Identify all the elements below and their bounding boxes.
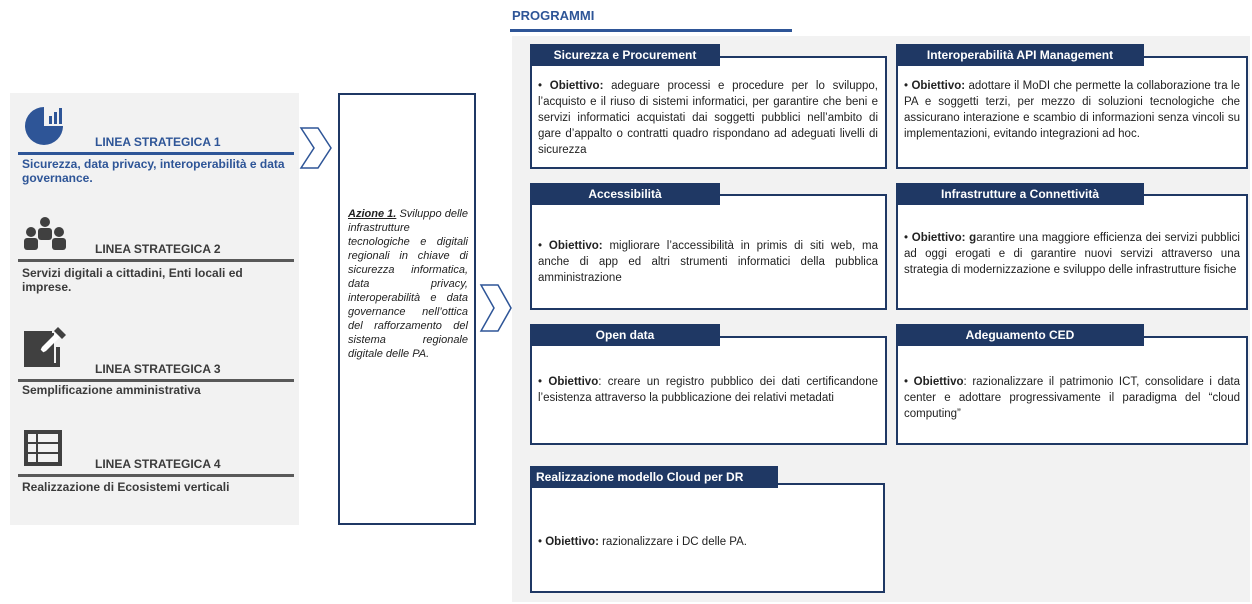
line-1-title: LINEA STRATEGICA 1: [95, 135, 221, 149]
card-header: Sicurezza e Procurement: [530, 44, 720, 66]
card-header: Interoperabilità API Management: [896, 44, 1144, 66]
line-2-desc: Servizi digitali a cittadini, Enti local…: [22, 266, 243, 294]
line-4-rule: [18, 474, 294, 477]
card-body: : creare un registro pubblico dei dati c…: [538, 376, 878, 404]
card-infrastrutture: [896, 194, 1248, 310]
card-sicurezza-procurement: [530, 56, 887, 169]
pen-icon: [22, 325, 68, 367]
card-header: Adeguamento CED: [896, 324, 1144, 346]
card-text: • Obiettivo: migliorare l’accessibilità …: [538, 240, 878, 284]
line-1-rule: [18, 152, 294, 155]
card-text: • Obiettivo: razionalizzare il patrimoni…: [904, 376, 1240, 420]
line-2-title: LINEA STRATEGICA 2: [95, 242, 221, 256]
line-1-desc: Sicurezza, data privacy, interoperabilit…: [22, 157, 285, 185]
line-3-desc: Semplificazione amministrativa: [22, 383, 201, 397]
people-icon: [22, 213, 68, 255]
card-body: : razionalizzare il patrimonio ICT, cons…: [904, 376, 1240, 420]
azione-lead: Azione 1.: [348, 208, 397, 220]
card-text: • Obiettivo: adottare il MoDI che permet…: [904, 80, 1240, 140]
card-keyword: Obiettivo:: [545, 536, 599, 548]
card-text: • Obiettivo: creare un registro pubblico…: [538, 376, 878, 404]
card-keyword: Obiettivo:: [548, 240, 603, 252]
chevron-right-icon: [299, 127, 332, 169]
azione-box: Azione 1. Sviluppo delle infrastrutture …: [338, 93, 476, 525]
card-header: Open data: [530, 324, 720, 346]
card-text: • Obiettivo: adeguare processi e procedu…: [538, 80, 878, 156]
azione-text: Azione 1. Sviluppo delle infrastrutture …: [348, 207, 468, 361]
card-body: adeguare processi e procedure per lo svi…: [538, 80, 878, 156]
card-body: razionalizzare i DC delle PA.: [598, 536, 747, 548]
card-keyword: Obiettivo:: [549, 80, 604, 92]
card-interoperabilita: [896, 56, 1248, 169]
programmi-title: PROGRAMMI: [512, 8, 595, 23]
card-text: • Obiettivo: razionalizzare i DC delle P…: [538, 536, 747, 548]
azione-body: Sviluppo delle infrastrutture tecnologic…: [348, 208, 468, 360]
programmi-rule: [510, 29, 792, 32]
card-accessibilita: [530, 194, 887, 310]
chevron-right-icon: [479, 284, 512, 332]
card-header: Accessibilità: [530, 183, 720, 205]
card-body: arantire una maggiore efficienza dei ser…: [904, 232, 1240, 276]
line-3-rule: [18, 379, 294, 382]
card-body: adottare il MoDI che permette la collabo…: [904, 80, 1240, 140]
server-icon: [22, 428, 68, 470]
card-header: Realizzazione modello Cloud per DR: [530, 466, 778, 488]
card-keyword: Obiettivo: g: [911, 232, 977, 244]
card-cloud-dr: [530, 483, 885, 593]
card-keyword: Obiettivo: [548, 376, 599, 388]
card-body: migliorare l’accessibilità in primis di …: [538, 240, 878, 284]
card-text: • Obiettivo: garantire una maggiore effi…: [904, 232, 1240, 276]
strategic-lines-panel: LINEA STRATEGICA 1 Sicurezza, data priva…: [10, 93, 299, 525]
line-3-title: LINEA STRATEGICA 3: [95, 362, 221, 376]
line-4-desc: Realizzazione di Ecosistemi verticali: [22, 480, 230, 494]
card-keyword: Obiettivo:: [911, 80, 966, 92]
card-header: Infrastrutture a Connettività: [896, 183, 1144, 205]
line-2-rule: [18, 259, 294, 262]
pie-chart-icon: [22, 103, 68, 145]
card-keyword: Obiettivo: [913, 376, 964, 388]
line-4-title: LINEA STRATEGICA 4: [95, 457, 221, 471]
